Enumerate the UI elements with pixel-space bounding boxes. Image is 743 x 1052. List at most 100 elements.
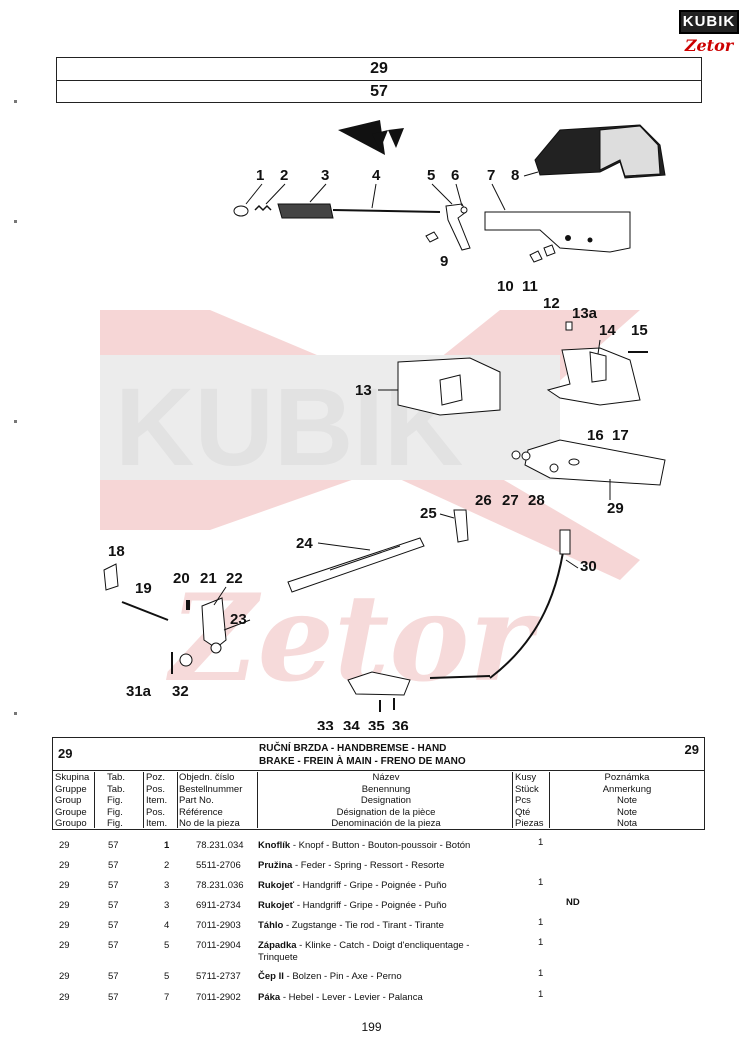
callout: 30 [580,558,597,575]
callout: 17 [612,427,629,444]
col-pos: Poz.Pos.Item.Pos.Item. [144,772,178,829]
scan-mark [14,220,17,223]
part-bracket-13 [397,357,501,416]
callout: 32 [172,683,189,700]
callout: 2 [280,167,288,184]
warning-symbol-icon [338,120,404,155]
part-catch-5 [445,203,471,251]
callout: 31a [126,683,152,700]
callout: 12 [543,295,560,312]
table-number: 57 [57,80,701,103]
callout: 15 [631,322,648,339]
col-tab: Tab.Tab.Fig.Fig.Fig. [105,772,144,829]
callout: 21 [200,570,217,587]
callout: 28 [528,492,545,509]
table-title-bar: 29 RUČNÍ BRZDA - HANDBREMSE - HAND BRAKE… [52,737,705,771]
callout: 19 [135,580,152,597]
callout: 8 [511,167,519,184]
callout: 20 [173,570,190,587]
part-12 [565,321,573,331]
callout: 22 [226,570,243,587]
exploded-parts-diagram: KUBIK Zetor [100,120,666,730]
callout: 16 [587,427,604,444]
callout: 5 [427,167,435,184]
callout: 23 [230,611,247,628]
part-19 [121,601,169,621]
part-pin-6 [460,206,468,214]
part-32 [179,653,193,667]
leader-lines [213,171,611,631]
part-cover-8 [534,124,666,179]
callout: 13 [355,382,372,399]
part-tie-rod-4 [332,209,441,213]
scan-mark [14,420,17,423]
callout: 26 [475,492,492,509]
part-18 [103,563,119,591]
part-10 [529,250,543,263]
part-28 [549,463,559,473]
callout-labels: 1 2 3 4 5 6 7 8 9 10 11 12 13a 14 15 13 … [108,167,648,730]
part-bracket-33 [347,671,411,696]
table-group-left: 29 [58,746,73,761]
part-plate-29 [524,439,666,486]
part-lever-7 [484,211,631,253]
part-26 [511,450,521,460]
callout: 9 [440,253,448,270]
part-spring-2 [254,204,272,212]
part-rod-24 [287,537,425,593]
callout: 6 [451,167,459,184]
part-button-1 [233,205,249,217]
group-number: 29 [370,60,388,77]
part-25 [453,509,469,543]
scan-mark [14,712,17,715]
logo-zetor: Zetor [684,36,734,55]
callout: 10 [497,278,514,295]
part-11 [543,244,556,257]
group-header: 29 57 [56,57,702,103]
callout: 14 [599,322,616,339]
brand-logo: KUBIK Zetor [679,10,739,60]
callout: 3 [321,167,329,184]
table-title-line2: BRAKE - FREIN À MAIN - FRENO DE MANO [259,756,466,767]
scan-mark [14,100,17,103]
watermark: KUBIK Zetor [100,310,640,709]
callout: 27 [502,492,519,509]
part-bracket-13a [546,347,641,406]
callout: 7 [487,167,495,184]
part-23 [210,642,222,654]
part-handle-3 [277,203,334,219]
callout: 4 [372,167,381,184]
page-number: 199 [361,1020,382,1034]
part-20 [186,600,190,610]
callout: 24 [296,535,313,552]
callout: 18 [108,543,125,560]
part-27 [521,451,531,461]
part-9 [425,231,439,243]
callout: 36 [392,718,409,730]
table-title: RUČNÍ BRZDA - HANDBREMSE - HAND BRAKE - … [259,742,466,768]
callout: 1 [256,167,264,184]
parts-table: 29 RUČNÍ BRZDA - HANDBREMSE - HAND BRAKE… [52,737,705,830]
callout: 29 [607,500,624,517]
table-title-line1: RUČNÍ BRZDA - HANDBREMSE - HAND [259,743,447,754]
callout: 13a [572,305,598,322]
callout: 35 [368,718,385,730]
callout: 33 [317,718,334,730]
callout: 25 [420,505,437,522]
part-lever-22 [201,597,227,649]
callout: 34 [343,718,360,730]
logo-kubik: KUBIK [679,10,739,34]
